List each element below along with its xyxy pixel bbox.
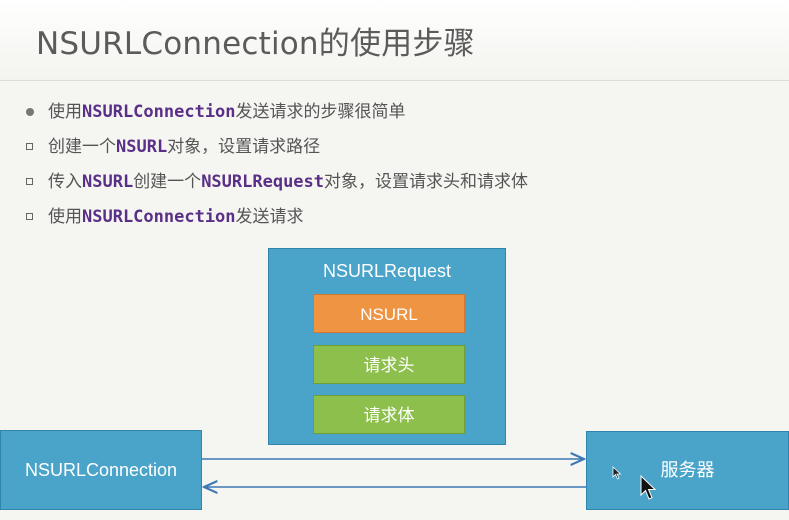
small-cursor-icon (612, 466, 622, 480)
slide-header: NSURLConnection的使用步骤 (0, 0, 789, 80)
bullet-keyword: NSURLConnection (82, 102, 236, 122)
bullet-item: 使用NSURLConnection发送请求 (26, 204, 528, 239)
bullet-keyword: NSURL (116, 137, 168, 157)
bullet-text-pre: 使用 (48, 102, 82, 122)
bullet-keyword: NSURL (82, 172, 134, 192)
bullet-text-mid: 发送请求的步骤很简单 (235, 102, 406, 122)
bullet-square-icon (26, 178, 33, 185)
request-title: NSURLRequest (322, 261, 452, 281)
nsurlconnection-box: NSURLConnection (0, 430, 202, 510)
nsurl-box: NSURL (313, 294, 465, 333)
server-box: 服务器 (586, 431, 789, 510)
bullet-text-pre: 传入 (48, 172, 82, 192)
bullet-square-icon (26, 213, 33, 220)
request-body-box: 请求体 (313, 395, 465, 434)
bullet-text-post: 对象，设置请求头和请求体 (324, 172, 529, 192)
nsurlrequest-box: NSURLRequest NSURL 请求头 请求体 (268, 248, 506, 445)
mouse-cursor-icon (640, 475, 657, 500)
bullet-item: 使用NSURLConnection发送请求的步骤很简单 (26, 99, 528, 134)
bullet-text-pre: 使用 (48, 207, 82, 227)
bullet-keyword: NSURLConnection (82, 207, 236, 227)
bullet-text-mid: 对象，设置请求路径 (167, 137, 321, 157)
bullet-square-icon (26, 143, 33, 150)
request-header-box: 请求头 (313, 345, 465, 384)
bullet-text-pre: 创建一个 (48, 137, 116, 157)
title-divider (0, 80, 789, 81)
bullet-text-mid: 创建一个 (133, 172, 202, 192)
bullet-keyword-2: NSURLRequest (201, 172, 325, 192)
bullet-item: 创建一个NSURL对象，设置请求路径 (26, 134, 528, 169)
bullet-item: 传入NSURL创建一个NSURLRequest对象，设置请求头和请求体 (26, 169, 528, 204)
bullet-list: 使用NSURLConnection发送请求的步骤很简单 创建一个NSURL对象，… (26, 99, 528, 239)
slide-title: NSURLConnection的使用步骤 (36, 26, 475, 62)
bullet-text-mid: 发送请求 (235, 207, 304, 227)
bullet-dot-icon (26, 108, 34, 116)
